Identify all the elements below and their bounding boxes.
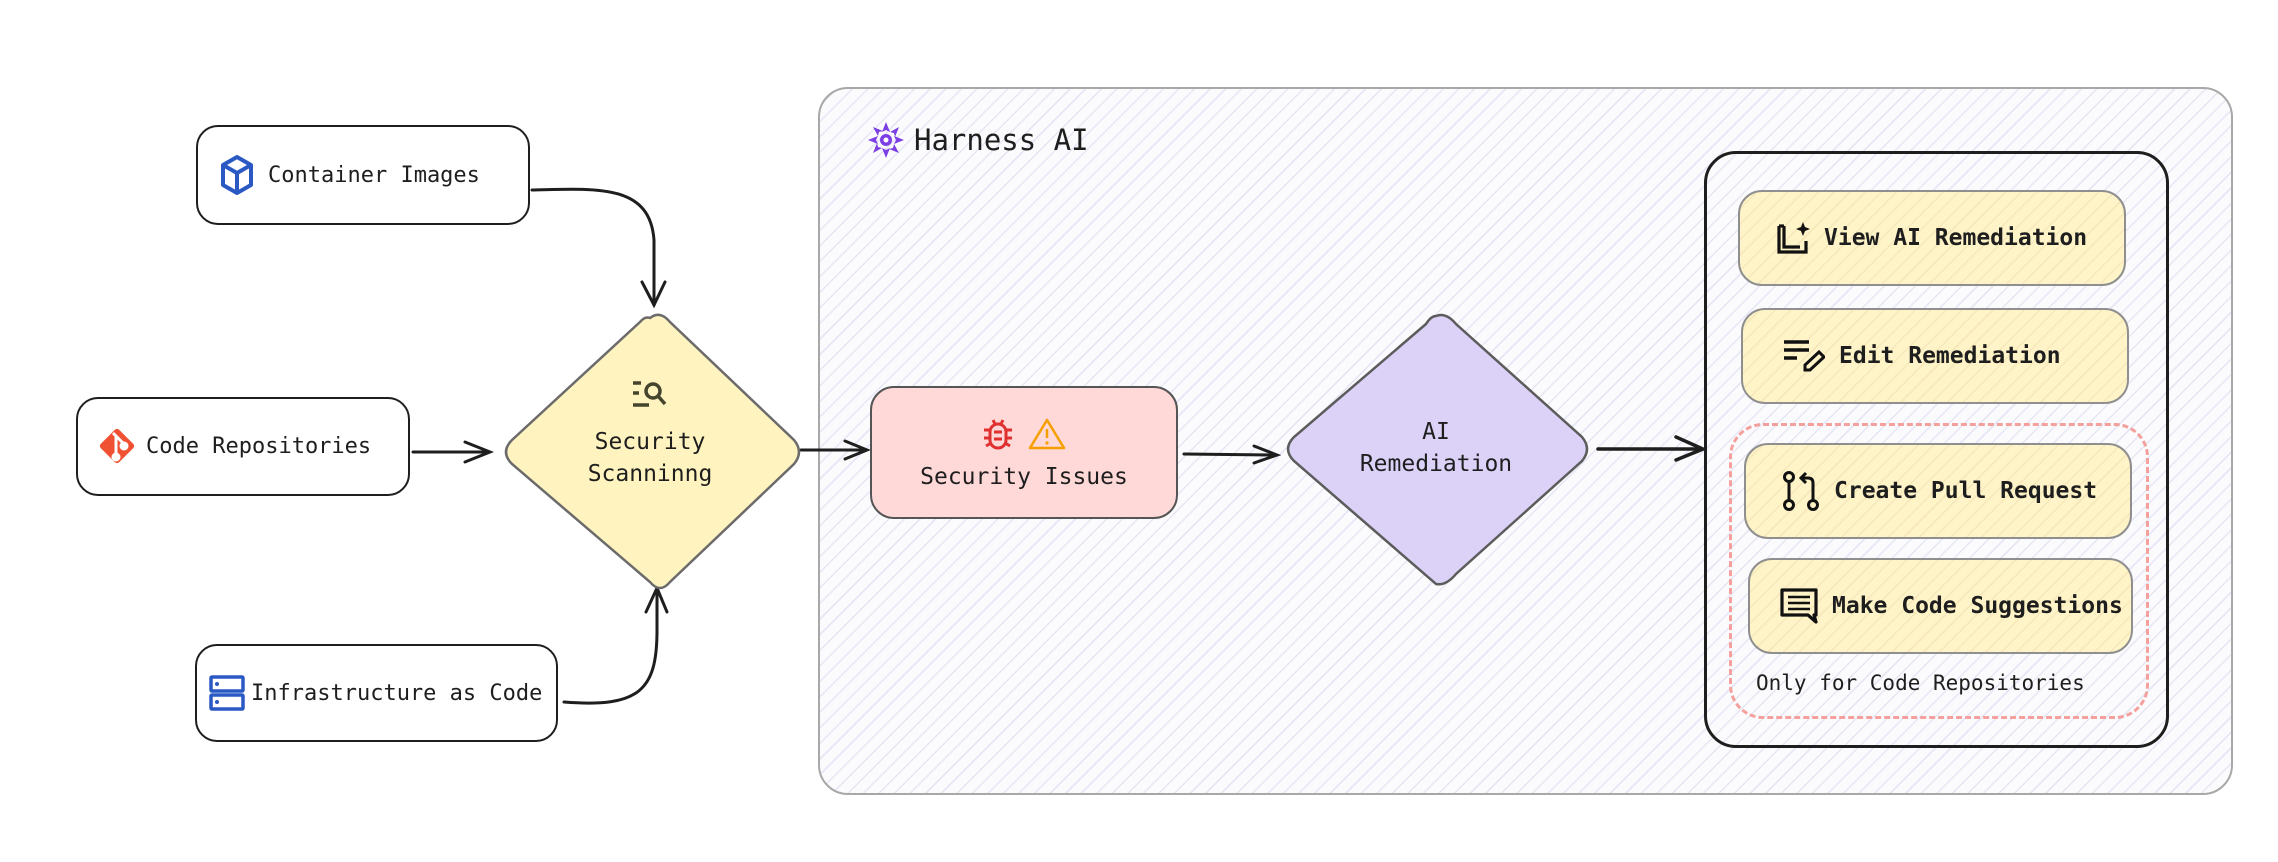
comment-icon	[1780, 588, 1818, 624]
scanning-label-line2: Scanninng	[587, 461, 713, 487]
code-repositories-only-note: Only for Code Repositories	[1756, 671, 2085, 695]
remediation-label-line2: Remediation	[1359, 451, 1513, 477]
cube-icon	[221, 155, 253, 195]
action-label: View AI Remediation	[1824, 225, 2088, 251]
action-label: Edit Remediation	[1839, 343, 2061, 369]
action-create-pull-request[interactable]: Create Pull Request	[1744, 443, 2132, 539]
ai-remediation-diamond	[1286, 313, 1589, 586]
scanning-label-line1: Security	[594, 429, 706, 455]
security-issues-node[interactable]: Security Issues	[870, 386, 1178, 519]
harness-ai-header: Harness AI	[866, 120, 1089, 160]
action-edit-remediation[interactable]: Edit Remediation	[1741, 308, 2129, 404]
source-label: Container Images	[268, 162, 480, 188]
harness-ai-title: Harness AI	[914, 123, 1089, 157]
security-issues-label: Security Issues	[920, 463, 1128, 490]
action-view-ai-remediation[interactable]: View AI Remediation	[1738, 190, 2126, 286]
code-repositories-only-group	[1729, 423, 2149, 719]
arrow-iac-to-scanning	[562, 588, 659, 705]
server-icon	[209, 675, 245, 711]
source-label: Code Repositories	[146, 434, 372, 459]
edit-list-icon	[1784, 340, 1825, 372]
harness-logo-icon	[868, 122, 904, 158]
action-label: Create Pull Request	[1834, 478, 2098, 504]
security-scanning-node[interactable]: Security Scanninng	[560, 380, 740, 520]
remediation-actions-group	[1704, 151, 2169, 748]
arrow-issues-to-remediation	[1182, 452, 1278, 457]
ai-document-icon	[1777, 222, 1810, 254]
security-scanning-diamond	[504, 313, 801, 590]
remediation-label-line1: AI	[1422, 419, 1450, 445]
pull-request-icon	[1783, 471, 1819, 511]
arrow-container-to-scanning	[530, 187, 656, 307]
warning-icon	[1028, 418, 1066, 449]
action-make-code-suggestions[interactable]: Make Code Suggestions	[1748, 558, 2133, 654]
git-icon	[99, 428, 135, 463]
source-infrastructure-as-code[interactable]: Infrastructure as Code	[195, 644, 558, 742]
source-container-images[interactable]: Container Images	[196, 125, 530, 225]
source-code-repositories[interactable]: Code Repositories	[76, 397, 410, 496]
ai-remediation-node[interactable]: AI Remediation	[1336, 416, 1536, 480]
source-label: Infrastructure as Code	[251, 680, 543, 706]
list-search-icon	[633, 381, 667, 407]
bug-icon	[984, 418, 1012, 449]
action-label: Make Code Suggestions	[1832, 593, 2123, 619]
